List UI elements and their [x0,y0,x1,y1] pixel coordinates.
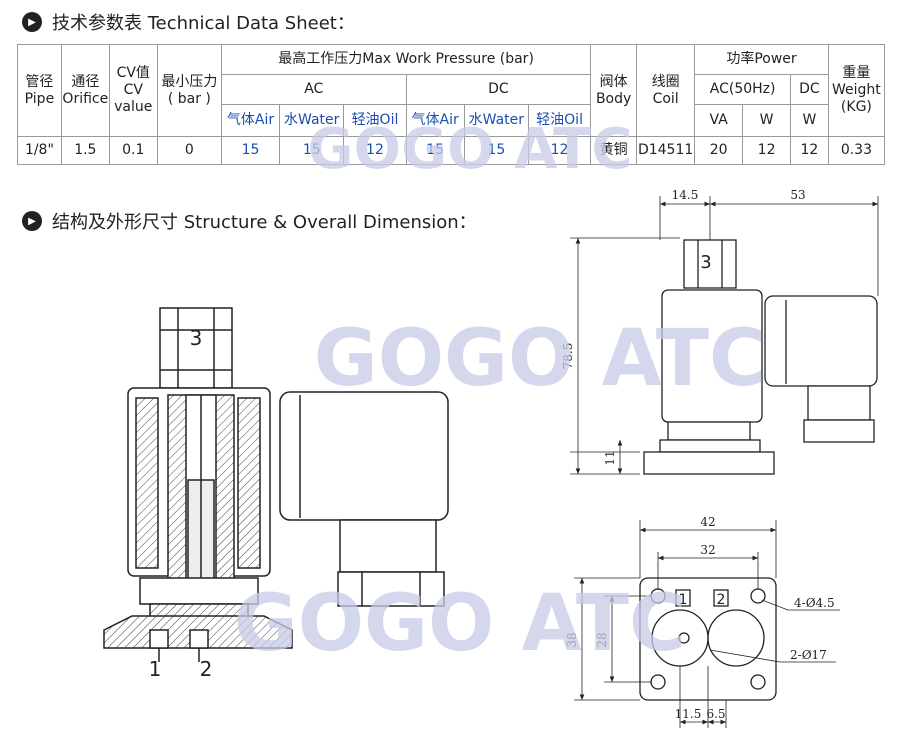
body-header-cn: 阀体 [599,73,628,90]
bottom-port-2-label: 2 [717,592,726,608]
body-header-en: Body [595,90,632,107]
w-dc-header: W [790,104,829,137]
w-dc-value: 12 [790,136,829,165]
play-arrow-icon: ▶ [22,211,42,231]
structure-heading: ▶ 结构及外形尺寸 Structure & Overall Dimension： [22,208,477,234]
dc-oil-value: 12 [527,136,592,165]
va-header: VA [694,104,744,137]
weight-header-en: Weight [832,82,881,98]
bottom-dimension-lines [574,520,840,728]
port-3-label: 3 [190,326,203,350]
orifice-header-en: Orifice [62,90,109,107]
ac50-header: AC(50Hz) [694,74,792,105]
technical-data-title: 技术参数表 Technical Data Sheet： [52,13,355,34]
side-port-3-label: 3 [700,252,711,273]
w-ac-header: W [742,104,792,137]
side-dimension-lines [570,196,879,475]
dim-32: 32 [700,543,715,557]
pipe-value: 1/8" [17,136,62,165]
va-value: 20 [694,136,744,165]
ac-water-value: 15 [279,136,345,165]
dim-78-5: 78.5 [561,343,575,370]
pipe-header-en: Pipe [24,90,55,107]
structure-title: 结构及外形尺寸 Structure & Overall Dimension： [52,212,477,233]
pipe-header-cn: 管径 [25,73,54,90]
dc-oil-header: 轻油Oil [527,104,592,137]
play-arrow-icon: ▶ [22,12,42,32]
dc-air-value: 15 [405,136,465,165]
bottom-view [639,577,777,701]
dim-53: 53 [790,188,805,202]
coil-value: D14511 [636,136,696,165]
dim-11: 11 [603,450,617,465]
dc-air-header: 气体Air [405,104,465,137]
watermark-lower: GOGO ATC [234,579,687,669]
port-1-label: 1 [149,657,162,681]
weight-header-cn: 重量 [842,65,871,81]
ac-air-value: 15 [220,136,281,165]
ac-oil-value: 12 [343,136,407,165]
orifice-value: 1.5 [60,136,110,165]
dim-ports: 2-Ø17 [790,648,827,662]
power-header: 功率Power [694,44,829,75]
min-pressure-value: 0 [156,136,222,165]
orifice-header-cn: 通径 [71,73,100,90]
ac-air-header: 气体Air [220,104,281,137]
watermark-table: GOGO ATC [308,117,633,182]
min-pressure-header-en: ( bar ) [167,90,211,107]
coil-header-cn: 线圈 [651,73,680,90]
weight-value: 0.33 [827,136,886,165]
dc-header: DC [405,74,592,105]
bottom-port-1-label: 1 [679,592,688,608]
dim-holes: 4-Ø4.5 [794,596,835,610]
watermark-upper: GOGO ATC [314,314,767,404]
dim-6-5: 6.5 [706,707,725,721]
port-2-label: 2 [200,657,213,681]
dc-power-header: DC [790,74,829,105]
dc-water-header: 水Water [463,104,529,137]
cross-section-view [103,307,449,662]
dc-water-value: 15 [463,136,529,165]
body-value: 黄铜 [590,136,638,165]
technical-data-heading: ▶ 技术参数表 Technical Data Sheet： [22,9,355,35]
side-view [643,239,878,475]
table-row: 1/8" 1.5 0.1 0 15 15 12 15 15 12 黄铜 D145… [17,136,886,165]
ac-header: AC [220,74,407,105]
w-ac-value: 12 [742,136,792,165]
dim-14-5: 14.5 [672,188,699,202]
cv-header-1: CV值 [116,65,150,81]
dim-38: 38 [565,632,579,647]
min-pressure-header-cn: 最小压力 [161,73,218,90]
cv-header-3: value [114,99,153,115]
max-pressure-header: 最高工作压力Max Work Pressure (bar) [220,44,592,75]
ac-water-header: 水Water [279,104,345,137]
coil-header-en: Coil [652,90,679,107]
dim-11-5: 11.5 [675,707,702,721]
dim-42: 42 [700,515,715,529]
dim-28: 28 [595,632,609,647]
weight-header-unit: (KG) [840,99,872,115]
cv-header-2: CV [123,82,143,98]
